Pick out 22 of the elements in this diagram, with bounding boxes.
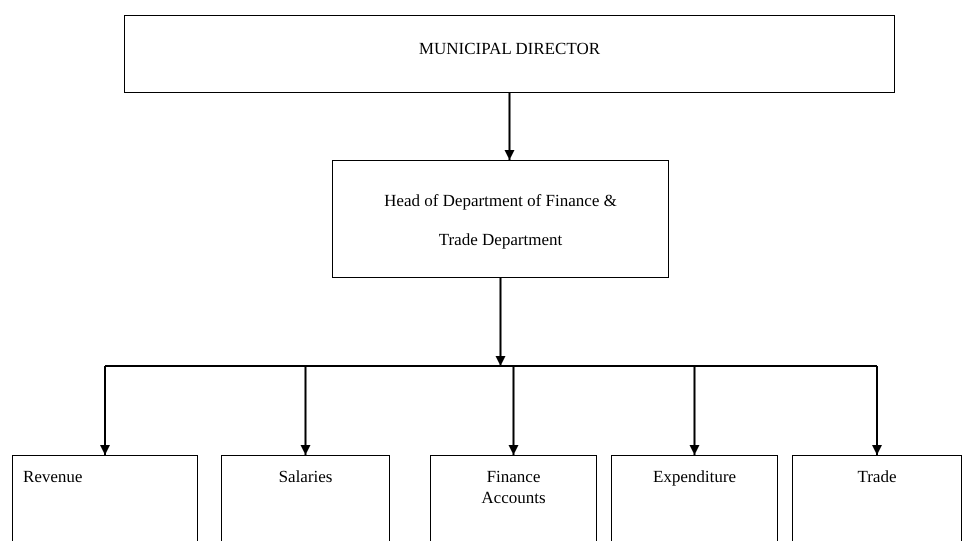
connector-line: [105, 365, 877, 367]
box-label: MUNICIPAL DIRECTOR: [418, 38, 602, 60]
arrow: [508, 366, 518, 455]
box-label: Salaries: [278, 466, 334, 488]
box-label: Expenditure: [652, 466, 738, 488]
org-box: [430, 455, 597, 541]
org-box: [332, 160, 669, 278]
arrow: [300, 366, 310, 455]
arrow: [100, 366, 110, 455]
box-label: Trade: [856, 466, 898, 488]
org-box: [792, 455, 962, 541]
org-box: [124, 15, 895, 93]
box-label: Finance Accounts: [480, 466, 547, 508]
box-label: Head of Department of Finance & Trade Department: [383, 190, 618, 252]
org-box: [611, 455, 778, 541]
box-label: Revenue: [23, 466, 84, 488]
org-box: [221, 455, 390, 541]
arrow: [504, 93, 514, 160]
arrow: [690, 366, 700, 455]
arrow: [872, 366, 882, 455]
arrow: [496, 278, 506, 366]
org-box: [12, 455, 198, 541]
